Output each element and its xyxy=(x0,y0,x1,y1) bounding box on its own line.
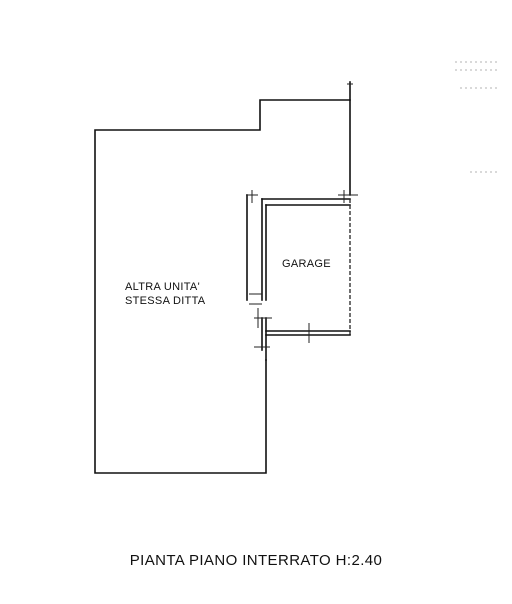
plan-caption: PIANTA PIANO INTERRATO H:2.40 xyxy=(129,552,383,569)
other-unit-label-line1: ALTRA UNITA' xyxy=(125,281,200,293)
other-unit-label-line2: STESSA DITTA xyxy=(125,295,206,307)
other-unit-outline xyxy=(94,99,351,474)
garage-label: GARAGE xyxy=(282,258,331,270)
